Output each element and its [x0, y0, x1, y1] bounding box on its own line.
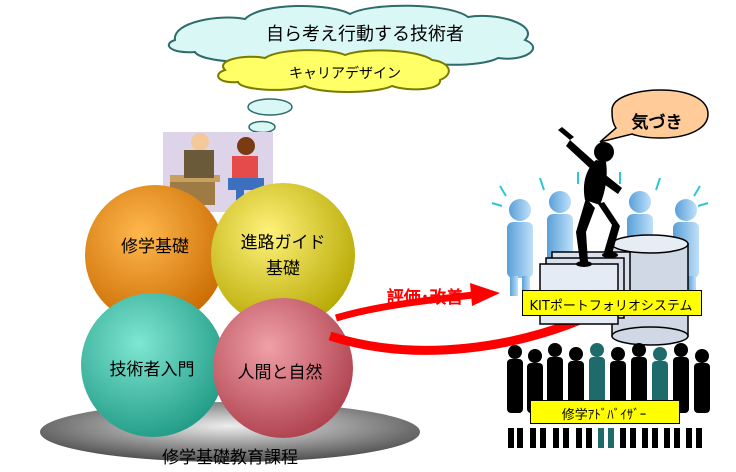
career-guide-line2: 基礎 [266, 259, 300, 279]
human-nature-label: 人間と自然 [237, 363, 323, 383]
portfolio-label-box [522, 290, 702, 316]
cheering-figure [558, 127, 622, 267]
career-design-text: キャリアデザイン [289, 66, 401, 82]
awareness-text: 気づき [631, 113, 683, 133]
advisor-label-box [530, 400, 680, 424]
human-nature-sphere [213, 298, 353, 438]
sparkle-lines [491, 172, 709, 207]
study-basics-sphere [85, 185, 225, 325]
thought-text: 自ら考え行動する技術者 [266, 24, 464, 45]
study-basics-label: 修学基礎 [121, 237, 189, 257]
feedback-arrow [328, 283, 582, 355]
career-guide-sphere [211, 183, 355, 327]
course-label: 修学基礎教育課程 [162, 448, 298, 468]
advisors-crowd [507, 343, 710, 448]
evaluation-label: 評価･改善 [386, 288, 464, 308]
career-guide-label: 進路ガイド 基礎 [218, 230, 348, 282]
engineer-intro-label: 技術者入門 [109, 360, 195, 380]
career-guide-line1: 進路ガイド [240, 233, 326, 253]
awareness-bubble [599, 89, 709, 143]
engineer-intro-sphere [81, 293, 225, 437]
portfolio-label: KITポートフォリオシステム [529, 299, 693, 314]
career-cloud [217, 49, 450, 93]
advisor-label: 修学ｱﾄﾞﾊﾞｲｻﾞｰ [561, 408, 647, 423]
